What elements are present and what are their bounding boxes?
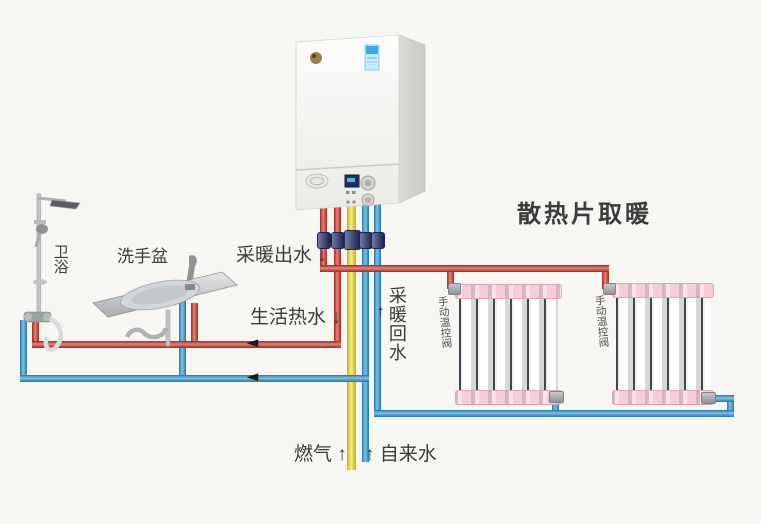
radiator-1-fins — [459, 299, 558, 390]
shower-rail — [36, 193, 41, 323]
pipe-heating-supply-header — [320, 265, 609, 272]
label-manual-valve-2: 手动温控阀 — [593, 294, 610, 348]
radiator-2-fins — [616, 298, 710, 390]
boiler-brand-logo — [310, 52, 322, 64]
boiler-button-1 — [346, 191, 350, 194]
flow-arrow-cold-left: ◄ — [242, 369, 263, 384]
basin-faucet-base — [185, 284, 195, 290]
valve-dhw — [331, 232, 345, 249]
label-bathroom: 卫浴 — [51, 244, 69, 274]
wall-boiler — [295, 34, 426, 211]
label-domestic-hot-water: 生活热水 ↓ — [250, 307, 341, 328]
basin-faucet — [186, 255, 197, 286]
boiler-badge — [305, 173, 329, 189]
label-wash-basin: 洗手盆 — [117, 247, 168, 266]
boiler-logo-detail — [312, 54, 316, 58]
shower-head — [49, 199, 81, 210]
boiler-sticker-band — [366, 46, 378, 54]
pipe-radiator1-supply-drop — [447, 265, 454, 289]
radiator-1-outlet-fitting — [549, 391, 564, 403]
label-heating-return: 采暖回水 — [386, 286, 407, 362]
shower-bracket — [34, 220, 46, 224]
boiler-display-digits — [347, 178, 355, 182]
radiator-1 — [455, 284, 562, 405]
pipe-basin-hot-riser — [191, 303, 198, 348]
radiator-1-inlet-valve — [448, 283, 461, 295]
valve-heating-return — [371, 232, 385, 249]
wash-basin-fixture — [92, 255, 238, 347]
radiator-2 — [612, 283, 714, 405]
label-tap-water: ↑ 自来水 — [365, 444, 437, 465]
radiator-2-top-header — [612, 283, 714, 298]
boiler-side-face — [398, 34, 426, 204]
flow-arrow-return-up: ↑ — [377, 303, 385, 320]
valve-gas — [344, 230, 361, 250]
valve-heating-supply — [317, 232, 331, 249]
pipe-radiator1-return-drop — [552, 396, 559, 414]
label-radiator-heating: 散热片取暖 — [517, 201, 652, 228]
pipe-dhw-riser — [334, 200, 341, 348]
flow-arrow-hot-left: ◄ — [242, 335, 263, 350]
hand-shower-head — [36, 224, 48, 234]
basin-pedestal — [165, 309, 171, 347]
pipe-shower-cold-riser — [20, 320, 27, 382]
pipe-cold-water-header — [20, 375, 369, 382]
pipe-heating-return-header — [374, 410, 734, 417]
pipe-radiator2-supply-drop — [602, 265, 609, 289]
pipe-radiator2-return-riser — [727, 395, 734, 417]
pipe-dhw-header — [32, 341, 341, 348]
boiler-panel-groove — [295, 163, 400, 171]
hand-shower-handle — [34, 232, 42, 248]
label-gas: 燃气 ↑ — [294, 444, 347, 465]
radiator-1-top-header — [455, 284, 562, 299]
radiator-2-inlet-valve — [603, 283, 616, 295]
shower-hose — [43, 316, 64, 353]
pipe-gas — [347, 200, 356, 470]
shower-fixture — [23, 193, 81, 353]
basin-trap — [124, 327, 169, 340]
radiator-2-outlet-fitting — [701, 392, 716, 404]
pipe-shower-hot-riser — [32, 320, 39, 348]
pipe-tap-water — [362, 200, 369, 462]
shower-arm — [37, 196, 67, 203]
label-heating-outlet: 采暖出水 ↓ — [236, 245, 327, 266]
pipe-radiator2-return-stub — [706, 395, 734, 402]
boiler-button-2 — [352, 191, 356, 194]
label-manual-valve-1: 手动温控阀 — [436, 295, 453, 349]
radiator-2-bottom-header — [612, 390, 714, 405]
boiler-front-face — [295, 34, 400, 211]
pipe-heating-return-riser — [374, 200, 381, 417]
shower-soap-dish — [33, 279, 47, 285]
radiator-1-bottom-header — [455, 390, 562, 405]
